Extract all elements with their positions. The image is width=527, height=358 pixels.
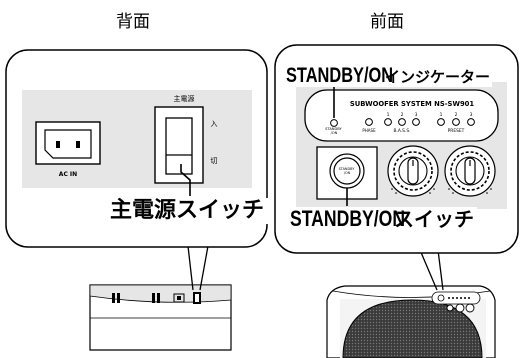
preset-knob[interactable] bbox=[444, 145, 496, 197]
standby-switch-label-latin: STANDBY/ON bbox=[290, 206, 406, 231]
front-header: 前面 bbox=[370, 12, 404, 32]
bass-label: B.A.S.S. bbox=[393, 128, 410, 134]
back-header: 背面 bbox=[116, 12, 150, 32]
power-switch-leader bbox=[180, 164, 191, 196]
standby-on-button[interactable] bbox=[329, 153, 365, 189]
system-name: SUBWOOFER SYSTEM NS-SW901 bbox=[350, 100, 475, 108]
bass-number-2: 2 bbox=[401, 112, 404, 118]
back-unit-illustration bbox=[89, 284, 232, 351]
preset-led-group bbox=[437, 118, 475, 126]
standby-button-text: STANDBY /ON bbox=[339, 167, 356, 175]
bass-number-1: 1 bbox=[387, 112, 390, 118]
front-zoom-line bbox=[437, 249, 444, 291]
preset-number-3: 3 bbox=[470, 112, 473, 118]
standby-indicator-label: STANDBY/ONインジケーター bbox=[284, 64, 493, 87]
bass-led-group bbox=[384, 118, 420, 126]
front-zoom-line bbox=[419, 249, 438, 291]
preset-label: PRESET bbox=[448, 128, 465, 134]
main-power-switch[interactable] bbox=[154, 106, 204, 184]
switch-off-mark: 切 bbox=[211, 157, 218, 165]
bass-knob[interactable] bbox=[387, 145, 439, 197]
standby-indicator-label-latin: STANDBY/ON bbox=[286, 64, 394, 87]
ac-in-label: AC IN bbox=[59, 171, 77, 178]
front-control-strip bbox=[304, 89, 499, 142]
standby-indicator-led bbox=[330, 119, 338, 127]
knob-scale-marks-2 bbox=[448, 188, 492, 194]
front-unit-illustration bbox=[326, 285, 496, 358]
knob-scale-marks-1 bbox=[391, 188, 435, 194]
back-zoom-line bbox=[199, 245, 209, 291]
preset-number-1: 1 bbox=[440, 112, 443, 118]
bass-number-3: 3 bbox=[415, 112, 418, 118]
main-power-switch-label: 主電源スイッチ bbox=[106, 198, 269, 224]
ac-inlet bbox=[35, 121, 101, 165]
back-zoom-line bbox=[187, 245, 194, 291]
standby-indicator-label-kana: インジケーター bbox=[385, 68, 491, 86]
standby-switch-label: STANDBY/ONスイッチ bbox=[287, 207, 477, 231]
switch-on-mark: 入 bbox=[211, 120, 218, 128]
switch-title: 主電源 bbox=[174, 94, 195, 103]
preset-number-2: 2 bbox=[455, 112, 458, 118]
phase-label: PHASE bbox=[362, 128, 376, 133]
standby-switch-label-kana: スイッチ bbox=[394, 207, 474, 231]
standby-led-label: STANDBY /ON bbox=[325, 127, 343, 135]
phase-led bbox=[365, 118, 373, 126]
